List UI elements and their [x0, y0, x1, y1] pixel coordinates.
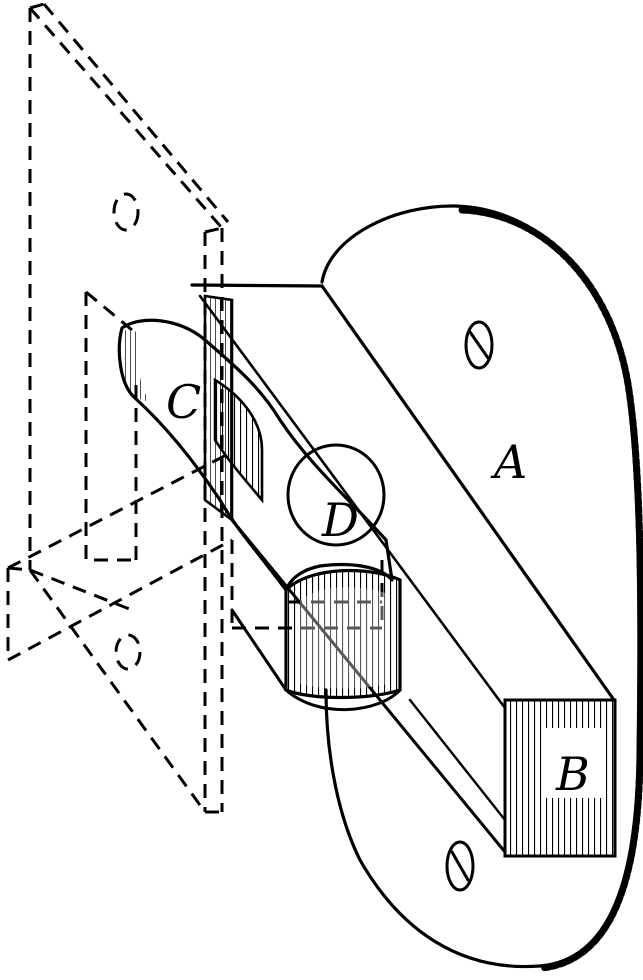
latch-arm — [117, 318, 402, 711]
label-b: B — [555, 747, 590, 801]
label-c: C — [166, 375, 201, 429]
screw-upper-icon — [464, 320, 494, 370]
label-d: D — [321, 493, 359, 547]
base-plate — [320, 204, 643, 972]
label-a: A — [490, 435, 527, 489]
screw-lower-icon — [445, 840, 475, 892]
keeper-bar — [190, 283, 617, 858]
